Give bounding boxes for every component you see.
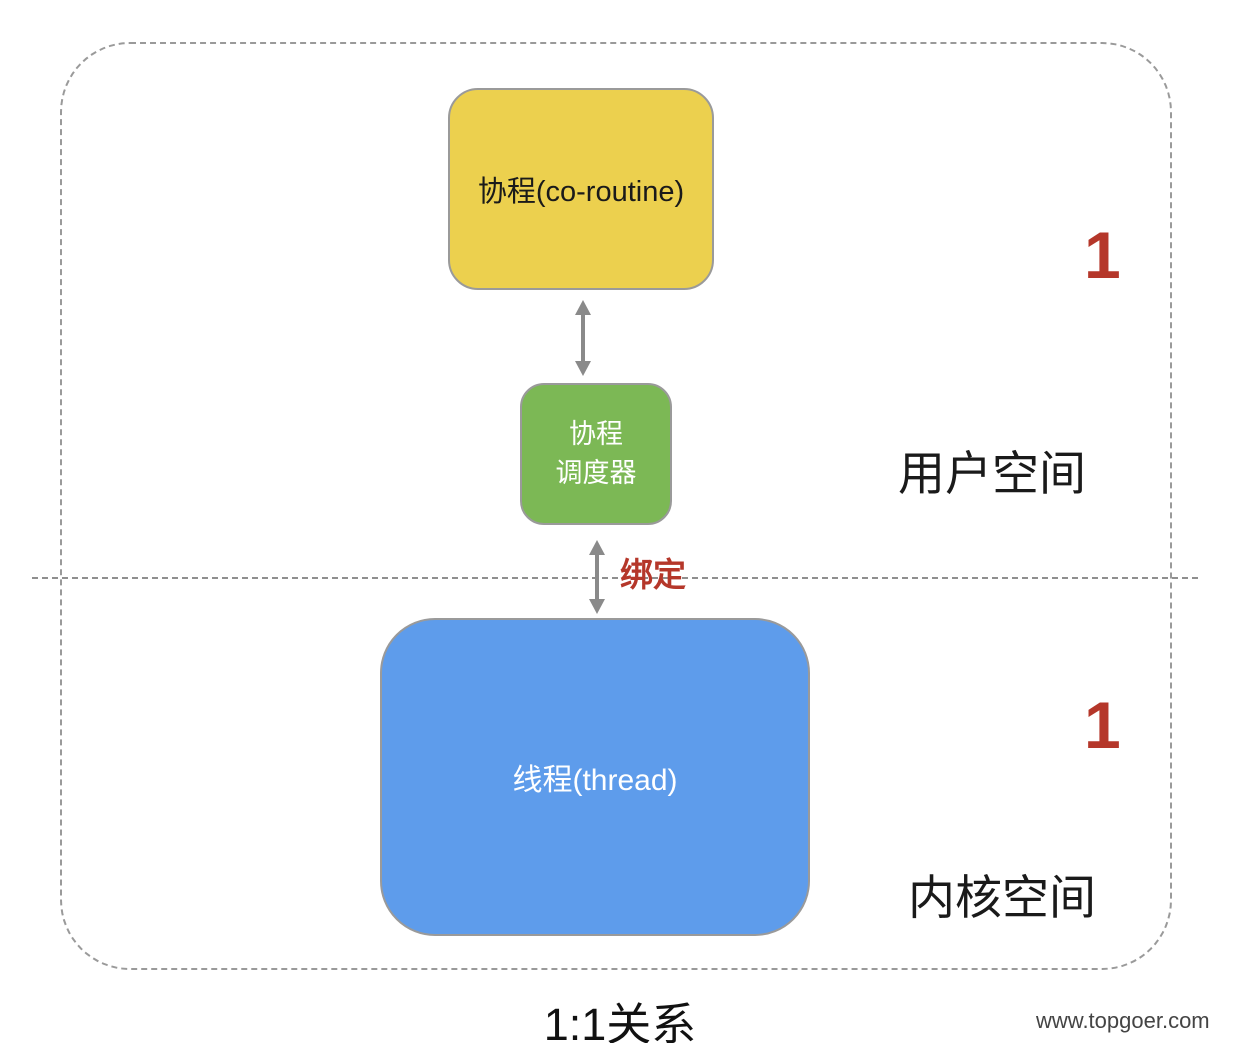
scheduler-node-label-line1: 协程 — [569, 418, 623, 449]
binding-label: 绑定 — [620, 556, 686, 593]
user-space-count: 1 — [1084, 218, 1121, 292]
kernel-space-label: 内核空间 — [908, 871, 1096, 924]
thread-node: 线程(thread) — [380, 618, 810, 936]
scheduler-node-label-line2: 调度器 — [555, 458, 637, 488]
coroutine-node-label: 协程(co-routine) — [477, 176, 685, 208]
coroutine-scheduler-arrow — [575, 300, 591, 376]
coroutine-node: 协程(co-routine) — [448, 88, 714, 290]
user-space-label: 用户空间 — [898, 447, 1086, 500]
user-kernel-divider-line — [32, 577, 1198, 579]
watermark-text: www.topgoer.com — [1036, 1008, 1210, 1033]
scheduler-node: 协程 调度器 — [520, 383, 672, 525]
diagram-caption: 1:1关系 — [543, 999, 697, 1043]
kernel-space-count: 1 — [1084, 688, 1121, 762]
thread-node-label: 线程(thread) — [512, 764, 678, 797]
outer-dashed-boundary — [60, 42, 1172, 970]
scheduler-thread-arrow — [589, 540, 605, 614]
